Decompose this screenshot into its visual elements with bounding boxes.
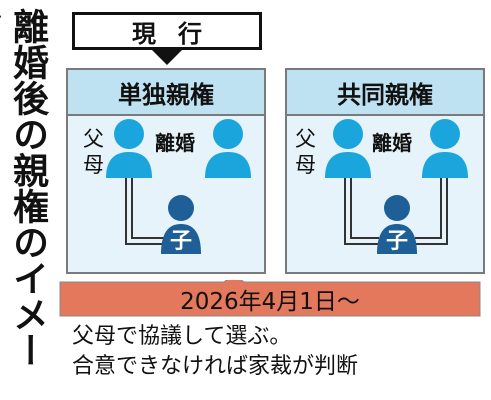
sole-custody-illustration: 父 母 離婚 子 [83,119,251,254]
parents-label-1: 父 [295,127,316,151]
joint-custody-panel: 共同親権 父 母 離婚 子 [285,68,485,274]
divorce-label: 離婚 [155,131,195,155]
child-figure-icon [377,195,417,254]
new-system-note: 父母で協議して選ぶ。 合意できなければ家裁が判断 [72,322,482,382]
panel-heading-sole-custody: 単独親権 [68,70,264,116]
custody-connector [344,176,448,245]
parent-figure-icon [205,119,251,178]
parent-figure-icon [325,119,371,178]
child-figure-icon [161,195,201,254]
effective-date-banner: 2026年4月1日〜 [56,280,484,318]
parents-label-2: 母 [83,153,104,177]
note-line-2: 合意できなければ家裁が判断 [72,354,359,379]
child-label: 子 [170,229,192,254]
panel-heading-joint-custody: 共同親権 [287,70,483,116]
joint-custody-illustration: 父 母 離婚 子 [295,119,468,254]
parents-label-1: 父 [83,127,104,151]
parent-figure-icon [106,119,152,178]
current-system-arrow [151,49,183,65]
effective-date-text: 2026年4月1日〜 [180,289,360,315]
diagram-title: 離婚後の親権のイメージ [0,8,48,368]
parents-label-2: 母 [295,153,316,177]
banner-arrow-shape [59,280,481,317]
parent-figure-icon [422,119,468,178]
child-label: 子 [386,229,408,254]
current-system-label: 現行 [72,12,262,50]
custody-connector [125,176,164,245]
sole-custody-panel: 単独親権 父 母 離婚 子 [66,68,266,274]
note-line-1: 父母で協議して選ぶ。 [72,324,292,349]
divorce-label: 離婚 [372,131,412,155]
